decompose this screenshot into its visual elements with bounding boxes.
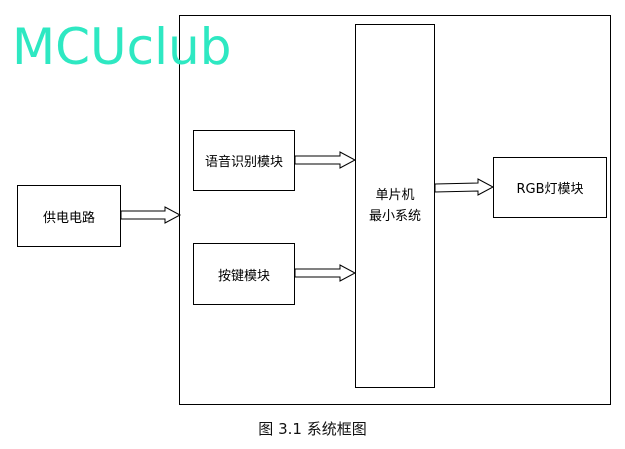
- arrow-mcu-to-rgb: [434, 178, 495, 196]
- mcu-label-line1: 单片机: [375, 188, 415, 203]
- power-circuit-block: 供电电路: [17, 185, 121, 247]
- mcu-label-line2: 最小系统: [368, 209, 421, 224]
- voice-recognition-block: 语音识别模块: [193, 130, 295, 191]
- figure-caption: 图 3.1 系统框图: [258, 420, 367, 438]
- arrow-voice-to-mcu: [294, 151, 357, 169]
- power-circuit-label: 供电电路: [42, 210, 95, 226]
- mcuclub-watermark: MCUclub: [12, 18, 232, 76]
- arrow-power-to-system: [120, 206, 182, 224]
- key-module-label: 按键模块: [217, 268, 270, 284]
- mcu-minimum-system-block: 单片机 最小系统: [355, 24, 435, 388]
- rgb-led-label: RGB灯模块: [516, 182, 584, 197]
- arrow-keys-to-mcu: [294, 264, 357, 282]
- voice-recognition-label: 语音识别模块: [204, 155, 283, 170]
- rgb-led-block: RGB灯模块: [493, 157, 607, 218]
